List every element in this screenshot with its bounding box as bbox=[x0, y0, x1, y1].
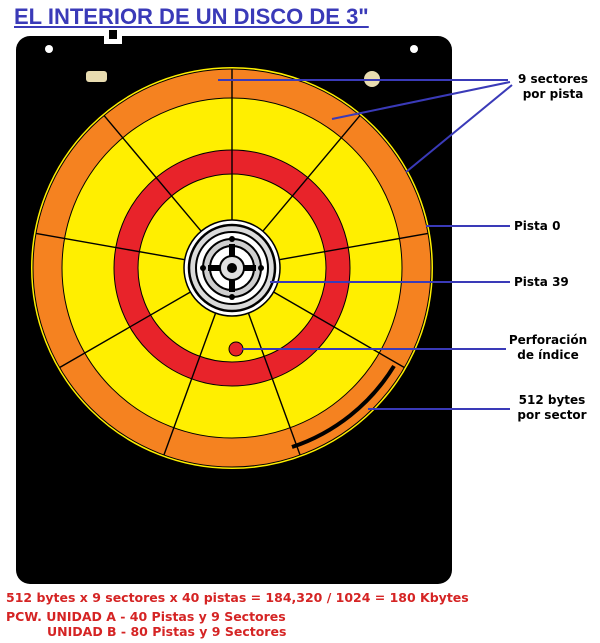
label-sectors-per-track-line1: 9 sectores bbox=[517, 72, 589, 86]
footer-pcw-unit-b: UNIDAD B - 80 Pistas y 9 Sectores bbox=[47, 624, 287, 639]
label-index-hole-line2: de índice bbox=[517, 348, 579, 362]
label-index-hole: Perforación de índice bbox=[502, 333, 594, 363]
sector-divider bbox=[163, 312, 217, 456]
label-bytes-per-sector: 512 bytes por sector bbox=[512, 393, 592, 423]
sector-divider bbox=[247, 312, 301, 456]
label-bytes-per-sector-line2: por sector bbox=[517, 408, 587, 422]
label-track-39: Pista 39 bbox=[514, 275, 569, 289]
sector-divider bbox=[262, 115, 361, 232]
leader-sectors-3 bbox=[405, 84, 513, 173]
sector-divider bbox=[103, 115, 202, 232]
leader-lines bbox=[218, 79, 513, 410]
case-hole-right bbox=[410, 45, 418, 53]
label-index-hole-line1: Perforación bbox=[508, 333, 588, 347]
hub bbox=[183, 219, 281, 317]
sector-divider bbox=[59, 291, 191, 369]
sector-lines bbox=[35, 69, 429, 456]
case-hole-left bbox=[45, 45, 53, 53]
sector-edge-arc bbox=[291, 364, 396, 449]
page-title: EL INTERIOR DE UN DISCO DE 3" bbox=[14, 4, 369, 29]
label-track-0: Pista 0 bbox=[514, 219, 561, 233]
case-slot bbox=[86, 71, 107, 82]
footer-pcw-unit-a: PCW. UNIDAD A - 40 Pistas y 9 Sectores bbox=[6, 609, 286, 624]
leader-sectors-2 bbox=[331, 81, 511, 120]
label-sectors-per-track-line2: por pista bbox=[522, 87, 584, 101]
sector-divider bbox=[273, 291, 405, 369]
sector-divider bbox=[35, 232, 185, 261]
footer-calculation: 512 bytes x 9 sectores x 40 pistas = 184… bbox=[6, 590, 469, 605]
label-bytes-per-sector-line1: 512 bytes bbox=[518, 393, 586, 407]
label-sectors-per-track: 9 sectores por pista bbox=[516, 72, 590, 102]
index-hole bbox=[228, 341, 244, 357]
sector-divider bbox=[279, 232, 429, 261]
